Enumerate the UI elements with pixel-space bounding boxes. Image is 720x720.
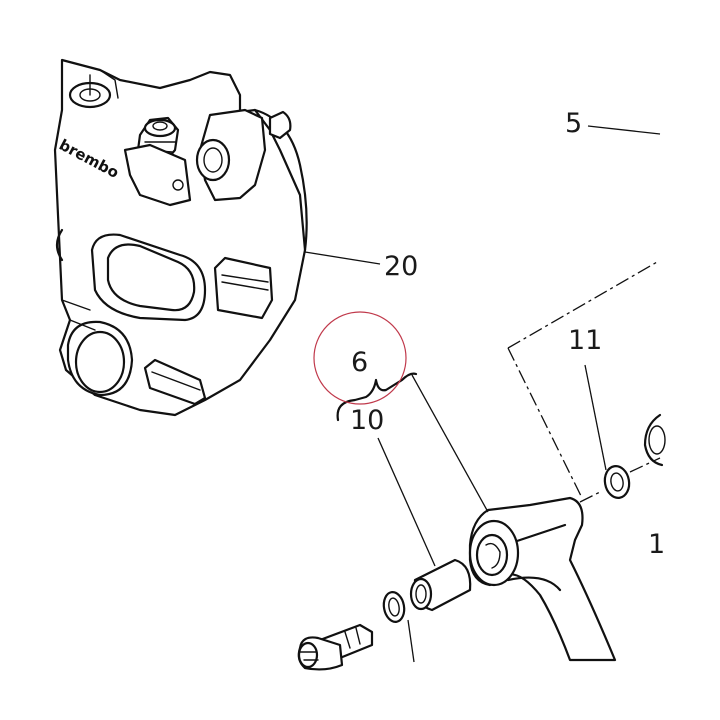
bolt xyxy=(297,623,374,671)
bleed-nipple xyxy=(123,116,192,207)
callout-10: 10 xyxy=(350,405,384,436)
callout-6: 6 xyxy=(351,347,368,378)
bushing-10 xyxy=(409,558,472,612)
frame-boss xyxy=(643,413,666,467)
callout-11: 11 xyxy=(568,325,602,356)
spacer-ring xyxy=(382,591,406,623)
callout-20: 20 xyxy=(384,251,418,282)
mounting-arm xyxy=(468,496,617,662)
callout-1: 1 xyxy=(648,529,665,560)
washer-11 xyxy=(603,465,631,499)
brake-caliper: brembo xyxy=(53,58,308,417)
highlight-circle xyxy=(313,311,407,405)
leader-lines xyxy=(304,125,661,663)
callout-5: 5 xyxy=(565,108,582,139)
